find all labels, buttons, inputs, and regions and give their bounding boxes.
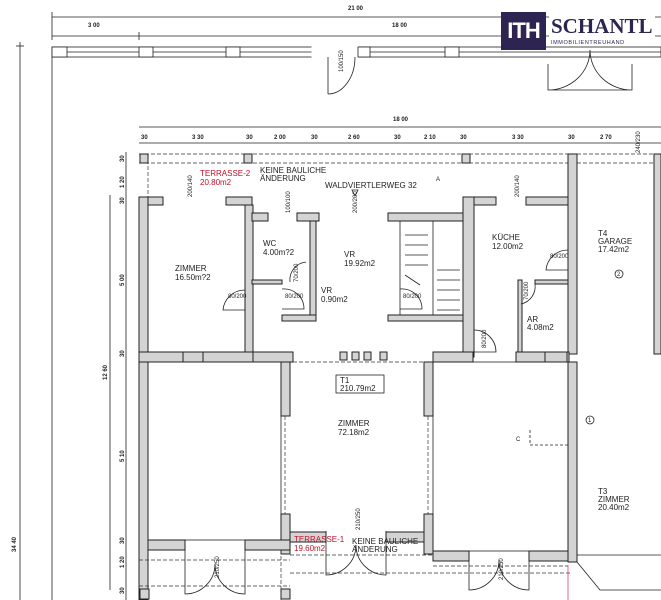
- door-right-size: 210/250: [499, 558, 505, 580]
- room-vr-small-area: 0.90m2: [321, 295, 348, 304]
- door-stairs-size: 80/200: [403, 294, 422, 300]
- dim-left-width: 3 00: [88, 23, 100, 29]
- door-ar-size: 70/200: [524, 281, 530, 300]
- unit-t1: T1: [340, 376, 350, 385]
- room-ar-area: 4.08m2: [527, 323, 554, 332]
- door-vr-size: 80/200: [285, 294, 304, 300]
- dim-top-9: 3 30: [512, 135, 524, 141]
- dim-side-7: 1 20: [120, 556, 126, 568]
- dim-side-1: 1 20: [120, 176, 126, 188]
- window-wc-size: 100/100: [286, 191, 292, 213]
- address-label: WALDVIERTLERWEG 32: [325, 181, 417, 190]
- room-t3-name: ZIMMER: [598, 495, 630, 504]
- door-kitchen-size: 80/200: [482, 329, 488, 348]
- dim-side-4: 30: [120, 350, 126, 357]
- top-door-size: 100/150: [339, 50, 345, 72]
- brand-name: SCHANTL: [549, 14, 655, 38]
- window-entry-size: 200/200: [353, 191, 359, 213]
- garage-area: 17.42m2: [598, 245, 630, 254]
- garage-unit: T4: [598, 229, 608, 238]
- room-t3-area: 20.40m2: [598, 503, 630, 512]
- dim-top-1: 3 30: [192, 135, 204, 141]
- upper-room-labels: ZIMMER 16.50m?2 WC 4.00m?2 VR 19.92m2 VR…: [175, 229, 632, 332]
- room-zimmer-left-name: ZIMMER: [175, 264, 207, 273]
- marker-2: 2: [617, 272, 621, 278]
- unit-t1-area: 210.79m2: [340, 384, 376, 393]
- room-wc-name: WC: [263, 239, 277, 248]
- garage-top-size: 240/230: [636, 131, 642, 153]
- dim-top-5: 2 60: [348, 135, 360, 141]
- dim-top-6: 30: [394, 135, 401, 141]
- lower-doors: 210/250 210/250 210/250: [184, 508, 530, 595]
- terrace-2-area: 20.80m2: [200, 178, 232, 187]
- room-ar-name: AR: [527, 315, 538, 324]
- window-kitchen-size: 200/140: [515, 175, 521, 197]
- section-mark-a: A: [436, 177, 440, 183]
- dim-inner-depth: 12 60: [103, 364, 109, 380]
- dim-building-width: 18 00: [393, 117, 409, 123]
- room-zimmer-mid-name: ZIMMER: [338, 419, 370, 428]
- dim-top-7: 2 10: [424, 135, 436, 141]
- dim-top-8: 30: [460, 135, 467, 141]
- terrace-1-note2: ÄNDERUNG: [352, 545, 398, 554]
- door-mid-size: 210/250: [356, 508, 362, 530]
- dim-side-3: 5 00: [120, 274, 126, 286]
- door-garage-size: 80/200: [550, 254, 569, 260]
- dim-top-0: 30: [141, 135, 148, 141]
- dim-top-4: 30: [311, 135, 318, 141]
- dim-side-0: 30: [120, 155, 126, 162]
- left-dimensions: 34 40 18 00 30 3 30 30 2 00 30 2 60 30 2…: [12, 42, 661, 600]
- terrace-1-name: TERRASSE-1: [294, 535, 345, 544]
- garage-name: GARAGE: [598, 237, 632, 246]
- room-kitchen-area: 12.00m2: [492, 242, 524, 251]
- dim-side-5: 5 10: [120, 450, 126, 462]
- terrace-2-note2: ÄNDERUNG: [260, 174, 306, 183]
- window-zimmer-size: 200/140: [188, 175, 194, 197]
- top-boundary-wall: 100/150: [51, 46, 661, 95]
- door-zimmer-size: 80/200: [228, 294, 247, 300]
- lower-walls: [138, 351, 661, 600]
- room-vr-area: 19.92m2: [344, 259, 376, 268]
- dim-right-width: 18 00: [392, 23, 408, 29]
- dim-top-11: 2 70: [600, 135, 612, 141]
- dim-total-depth: 34 40: [12, 536, 18, 552]
- section-mark-c: C: [516, 437, 521, 443]
- room-kitchen-name: KÜCHE: [492, 233, 520, 242]
- marker-1: 1: [588, 418, 592, 424]
- upper-doors: 80/200 80/200 70/200 80/200 80/200 70/20…: [188, 175, 569, 353]
- door-left-size: 210/250: [215, 556, 221, 578]
- room-vr-small-name: VR: [321, 286, 332, 295]
- dim-top-2: 30: [246, 135, 253, 141]
- terrace-2: TERRASSE-2 20.80m2 KEINE BAULICHE ÄNDERU…: [139, 153, 661, 355]
- dim-top-3: 2 00: [274, 135, 286, 141]
- terrace-1-note1: KEINE BAULICHE: [352, 537, 418, 546]
- dim-side-2: 30: [120, 197, 126, 204]
- dim-top-10: 30: [568, 135, 575, 141]
- lower-room-labels: T1 210.79m2 ZIMMER 72.18m2 C 1 T3 ZIMMER…: [294, 374, 630, 554]
- brand-subtitle: IMMOBILIENTREUHAND: [551, 40, 625, 46]
- room-zimmer-mid-area: 72.18m2: [338, 428, 370, 437]
- door-wc-size: 70/200: [294, 263, 300, 282]
- room-zimmer-left-area: 16.50m?2: [175, 273, 211, 282]
- brand-logo-mark: ITH: [501, 12, 546, 50]
- room-wc-area: 4.00m?2: [263, 248, 295, 257]
- terrace-2-name: TERRASSE-2: [200, 169, 251, 178]
- terrace-2-note1: KEINE BAULICHE: [260, 166, 326, 175]
- upper-walls: [138, 196, 569, 600]
- room-vr-name: VR: [344, 250, 355, 259]
- unit-t3: T3: [598, 487, 608, 496]
- terrace-1-area: 19.60m2: [294, 544, 326, 553]
- dim-total-width: 21 00: [348, 6, 364, 12]
- staircase: [399, 220, 464, 316]
- dim-side-6: 30: [120, 537, 126, 544]
- dim-side-8: 30: [120, 587, 126, 594]
